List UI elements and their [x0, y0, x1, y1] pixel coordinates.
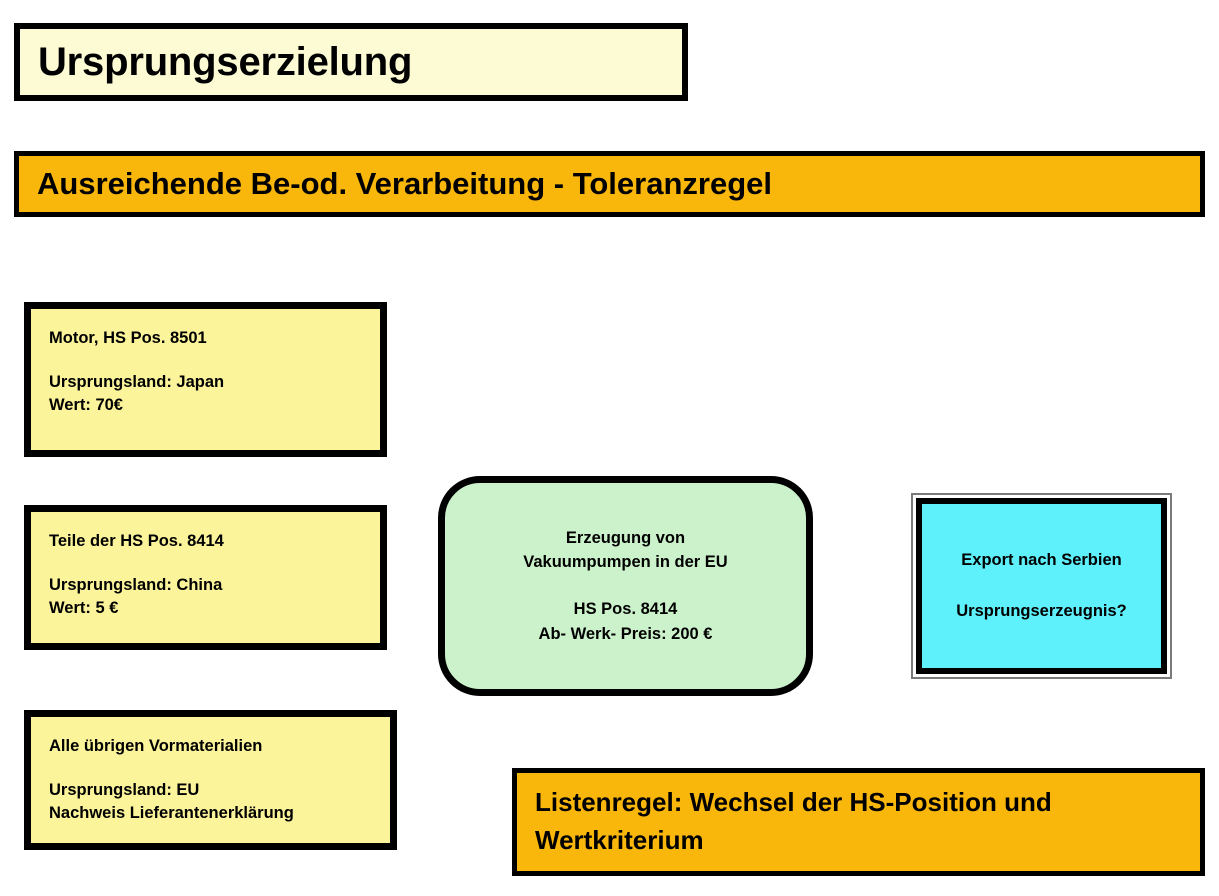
- material-box-motor: Motor, HS Pos. 8501 Ursprungsland: Japan…: [24, 302, 387, 457]
- section-header-banner: Ausreichende Be-od. Verarbeitung - Toler…: [14, 151, 1205, 217]
- material-box-teile: Teile der HS Pos. 8414 Ursprungsland: Ch…: [24, 505, 387, 650]
- export-box-inner: Export nach Serbien Ursprungserzeugnis?: [916, 498, 1167, 674]
- material-name: Motor, HS Pos. 8501: [49, 329, 207, 347]
- list-rule-banner: Listenregel: Wechsel der HS-Position und…: [512, 768, 1205, 876]
- list-rule-line-1: Listenregel: Wechsel der HS-Position und: [535, 787, 1052, 818]
- slide-title-box: Ursprungserzielung: [14, 23, 688, 101]
- process-line-2: Vakuumpumpen in der EU: [523, 553, 728, 572]
- material-value: Wert: 5 €: [49, 598, 119, 617]
- material-name: Alle übrigen Vormaterialien: [49, 737, 263, 755]
- export-destination: Export nach Serbien: [961, 551, 1122, 570]
- material-origin: Ursprungsland: EU: [49, 781, 200, 800]
- process-hs-position: HS Pos. 8414: [573, 600, 678, 618]
- process-ex-works-price: Ab- Werk- Preis: 200 €: [538, 624, 713, 643]
- section-header-text: Ausreichende Be-od. Verarbeitung - Toler…: [37, 165, 772, 201]
- material-box-uebrige: Alle übrigen Vormaterialien Ursprungslan…: [24, 710, 397, 850]
- page-title: Ursprungserzielung: [38, 40, 413, 84]
- material-origin: Ursprungsland: China: [49, 576, 223, 595]
- spacer: [49, 757, 374, 779]
- material-origin: Ursprungsland: Japan: [49, 373, 225, 392]
- process-box: Erzeugung von Vakuumpumpen in der EU HS …: [438, 476, 813, 696]
- export-question: Ursprungserzeugnis?: [956, 602, 1127, 620]
- material-value: Wert: 70€: [49, 395, 123, 414]
- spacer: [49, 349, 364, 371]
- process-line-1: Erzeugung von: [565, 528, 686, 547]
- export-box: Export nach Serbien Ursprungserzeugnis?: [911, 493, 1172, 679]
- list-rule-line-2: Wertkriterium: [535, 825, 704, 855]
- material-value: Nachweis Lieferantenerklärung: [49, 803, 294, 822]
- spacer: [49, 552, 364, 574]
- material-name: Teile der HS Pos. 8414: [49, 532, 224, 550]
